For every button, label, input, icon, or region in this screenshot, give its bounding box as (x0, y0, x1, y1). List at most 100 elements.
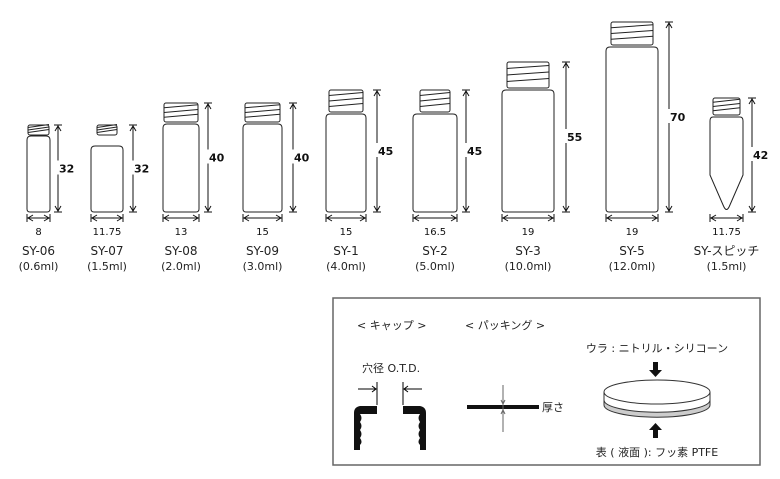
thickness-label: 厚さ (542, 401, 564, 414)
arrowhead (43, 214, 50, 222)
arrowhead (243, 214, 250, 222)
diameter-label: 8 (35, 227, 41, 238)
arrowhead (462, 205, 470, 212)
thread-line (506, 65, 550, 69)
vial-volume: (0.6ml) (19, 260, 59, 273)
back-material-label: ウラ : ニトリル・シリコーン (586, 342, 728, 355)
height-label: 42 (753, 149, 768, 162)
arrowhead (710, 214, 717, 222)
thread-line (27, 126, 50, 131)
thread-line (328, 103, 364, 107)
arrowhead (665, 205, 673, 212)
thread-line (506, 78, 550, 82)
label-bg (207, 149, 223, 164)
hole-diameter-label: 穴径 O.T.D. (362, 361, 420, 375)
thread-line (244, 104, 281, 109)
height-label: 70 (670, 111, 686, 124)
arrowhead (748, 205, 756, 212)
diameter-label: 11.75 (712, 227, 741, 238)
height-label: 40 (209, 152, 225, 165)
vial-name: SY-08 (164, 244, 197, 258)
thread-line (506, 71, 550, 76)
vial-body (605, 46, 659, 213)
arrowhead (129, 205, 137, 212)
arrowhead (91, 214, 98, 222)
vial-body (412, 113, 458, 213)
cap-title: < キャップ > (357, 319, 426, 332)
label-bg (565, 129, 581, 143)
thread-line (96, 126, 118, 131)
height-label: 45 (467, 145, 482, 158)
vial-name: SY-3 (515, 244, 541, 258)
arrowhead (289, 205, 297, 212)
label-bg (751, 147, 767, 161)
front-material-label: 表 ( 液面 ): フッ素 PTFE (596, 445, 718, 459)
label-bg (292, 149, 308, 164)
diameter-label: 11.75 (93, 227, 122, 238)
height-label: 45 (378, 145, 393, 158)
label-bg (465, 143, 481, 157)
arrowhead (204, 205, 212, 212)
vial-volume: (5.0ml) (415, 260, 455, 273)
packing-title: < パッキング > (465, 318, 545, 332)
vial-body (501, 89, 555, 213)
height-label: 40 (294, 152, 310, 165)
packing-thickness: 厚さ (467, 385, 564, 432)
thread-line (96, 124, 118, 128)
diameter-label: 15 (340, 227, 353, 238)
thread-line (328, 92, 364, 96)
vial-body (709, 116, 744, 210)
packing-disk (603, 379, 711, 418)
thread-line (419, 103, 451, 107)
thread-line (610, 30, 654, 34)
thread-line (163, 104, 199, 109)
vial-volume: (3.0ml) (243, 260, 283, 273)
thread-line (419, 97, 451, 102)
vial-name: SY-5 (619, 244, 645, 258)
thread-line (712, 103, 741, 107)
arrowhead (502, 214, 509, 222)
vial-name: SY-09 (246, 244, 279, 258)
thread-line (96, 129, 118, 133)
thread-line (27, 129, 50, 133)
arrowhead (163, 214, 170, 222)
diameter-label: 19 (626, 227, 639, 238)
vial-body (242, 123, 283, 213)
vial-name: SY-スピッチ (694, 244, 760, 258)
vial-name: SY-1 (333, 244, 359, 258)
arrowhead (748, 98, 756, 105)
thread-line (610, 35, 654, 40)
diameter-label: 19 (522, 227, 535, 238)
cap-cross-section (354, 382, 426, 450)
arrowhead (413, 214, 420, 222)
diameter-label: 15 (256, 227, 269, 238)
arrowhead (275, 214, 282, 222)
arrow-down-icon (649, 362, 662, 377)
thread-line (419, 92, 451, 96)
vial-body (26, 135, 51, 213)
vial-volume: (1.5ml) (87, 260, 127, 273)
thread-line (610, 24, 654, 29)
arrowhead (373, 205, 381, 212)
diameter-label: 16.5 (424, 227, 446, 238)
vial-volume: (2.0ml) (161, 260, 201, 273)
thread-line (163, 109, 199, 113)
arrowhead (562, 205, 570, 212)
vial-name: SY-2 (422, 244, 448, 258)
arrowhead (326, 214, 333, 222)
arrowhead (373, 90, 381, 97)
thread-line (712, 107, 741, 112)
arrowhead (116, 214, 123, 222)
legend-box: < キャップ > < パッキング > 穴径 O.T.D. 厚さ ウラ : ニトリ… (332, 297, 761, 466)
arrowhead (736, 214, 743, 222)
label-bg (57, 160, 73, 175)
vial-volume: (4.0ml) (326, 260, 366, 273)
arrowhead (192, 214, 199, 222)
arrowhead (359, 214, 366, 222)
